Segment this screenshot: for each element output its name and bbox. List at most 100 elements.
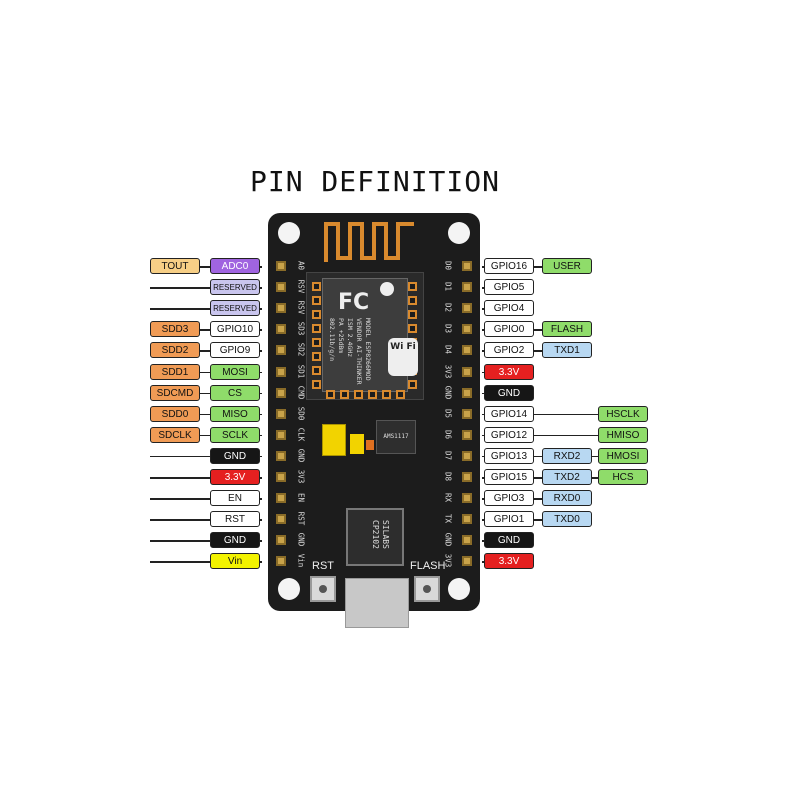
voltage-regulator: AMS1117	[376, 420, 416, 454]
pin-label: SDCMD	[150, 384, 200, 401]
rst-button[interactable]	[310, 576, 336, 602]
connector-line	[482, 498, 590, 500]
header-pin	[462, 514, 472, 525]
header-pin	[276, 450, 286, 461]
led	[366, 440, 374, 450]
pin-label: GPIO14	[484, 405, 534, 422]
connector-line	[150, 413, 262, 416]
header-pin	[276, 261, 286, 271]
pin-label: SDD3	[150, 321, 200, 338]
pin-label: GPIO0	[484, 321, 534, 338]
module-pad	[340, 390, 349, 399]
pin-label: ADC0	[210, 258, 260, 274]
connector-line	[150, 350, 262, 352]
module-pad	[408, 324, 417, 333]
connector-line	[150, 561, 262, 563]
pin-label: RESERVED	[210, 279, 260, 296]
module-pad	[382, 390, 391, 399]
pin-label: GPIO9	[210, 342, 260, 359]
mounting-hole	[278, 578, 300, 600]
pin-label: TXD0	[542, 511, 592, 528]
connector-line	[482, 266, 590, 268]
connector-line	[150, 266, 262, 268]
pin-label: SDD0	[150, 405, 200, 422]
header-pin	[462, 535, 472, 546]
pin-label: GPIO13	[484, 447, 534, 464]
header-pin	[462, 324, 472, 335]
header-pin	[462, 472, 472, 482]
connector-line	[150, 477, 262, 479]
pin-label: GPIO1	[484, 511, 534, 528]
usb-uart-chip	[346, 508, 404, 566]
flash-button[interactable]	[414, 576, 440, 602]
vendor-logo	[380, 282, 394, 296]
mounting-hole	[448, 578, 470, 600]
mounting-hole	[448, 222, 470, 244]
connector-line	[150, 371, 262, 373]
pcb-antenna	[324, 222, 414, 262]
module-pad	[312, 352, 321, 361]
module-pad	[396, 390, 405, 399]
pin-label: 3.3V	[484, 553, 534, 570]
pin-label: GND	[484, 532, 534, 549]
module-pad	[408, 310, 417, 319]
header-pin	[462, 556, 472, 567]
connector-line	[150, 287, 262, 289]
pin-label: Vin	[210, 553, 260, 570]
pin-label: RESERVED	[210, 300, 260, 317]
micro-usb-port	[345, 578, 409, 628]
header-pin	[462, 345, 472, 356]
connector-line	[150, 455, 262, 458]
header-pin	[276, 324, 286, 335]
pin-label: RXD2	[542, 447, 592, 464]
module-text-line: VENDOR AI-THINKER	[355, 318, 363, 385]
pin-label: TXD1	[542, 342, 592, 359]
connector-line	[482, 329, 590, 331]
pin-label: GPIO15	[484, 469, 534, 485]
header-pin	[462, 303, 472, 314]
rst-label: RST	[312, 560, 334, 572]
capacitor	[350, 434, 364, 454]
flash-label: FLASH	[410, 560, 446, 572]
connector-line	[150, 308, 262, 310]
module-pad	[312, 296, 321, 305]
pin-label: EN	[210, 490, 260, 507]
module-pad	[312, 338, 321, 347]
module-pad	[326, 390, 335, 399]
pin-label: 3.3V	[484, 363, 534, 380]
header-pin	[462, 408, 472, 419]
module-pad	[312, 310, 321, 319]
module-text-line: 802.11b/g/n	[328, 318, 336, 362]
header-pin	[462, 366, 472, 377]
connector-line	[482, 434, 646, 437]
module-pad	[408, 282, 417, 291]
module-text-line: PA +25dBm	[337, 318, 345, 354]
connector-line	[150, 498, 262, 500]
pin-label: SCLK	[210, 426, 260, 443]
connector-line	[482, 413, 646, 416]
pin-label: GPIO12	[484, 426, 534, 443]
pin-label: USER	[542, 258, 592, 274]
pin-label: GPIO16	[484, 258, 534, 274]
wifi-logo: Wi Fi	[388, 338, 418, 376]
module-pad	[368, 390, 377, 399]
usb-chip-model: CP2102	[371, 520, 380, 549]
header-pin	[276, 387, 286, 398]
pin-label: TOUT	[150, 258, 200, 274]
capacitor	[322, 424, 346, 456]
pin-label: GND	[484, 384, 534, 401]
connector-line	[150, 519, 262, 521]
pin-label: MISO	[210, 405, 260, 422]
pin-label: GPIO3	[484, 490, 534, 507]
header-pin	[462, 387, 472, 398]
pin-label: HSCLK	[598, 405, 648, 422]
header-pin	[462, 429, 472, 440]
header-pin	[462, 493, 472, 504]
connector-line	[150, 434, 262, 437]
module-text-line: ISM 2.4GHz	[346, 318, 354, 358]
header-pin	[276, 282, 286, 293]
module-pad	[312, 366, 321, 375]
pin-label: SDD2	[150, 342, 200, 359]
connector-line	[482, 350, 590, 352]
pin-label: TXD2	[542, 469, 592, 485]
